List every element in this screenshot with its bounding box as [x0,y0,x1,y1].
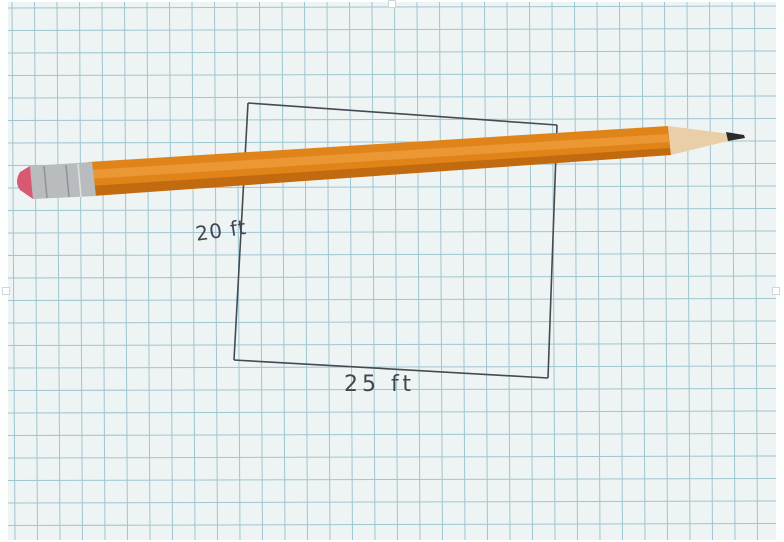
ferrule-ridge [77,163,82,198]
grid-line-horizontal [8,388,776,391]
grid-line-horizontal [8,230,776,234]
resize-handle-right[interactable] [772,287,780,295]
rect-right-edge [547,124,558,379]
grid-line-horizontal [8,500,776,504]
resize-handle-top[interactable] [388,0,396,8]
rect-bottom-edge [233,359,549,379]
grid-line-vertical [191,2,196,540]
pencil-icon [17,126,745,199]
grid-line-vertical [709,2,713,540]
grid-line-vertical [214,2,218,540]
graph-paper: 20 ft 25 ft [8,2,776,540]
grid-line-horizontal [8,523,776,526]
resize-handle-left[interactable] [2,287,10,295]
grid-line-vertical [79,2,83,540]
grid-line-horizontal [8,478,776,481]
grid-line-horizontal [8,320,776,324]
ferrule-ridge [43,165,48,199]
rect-top-edge [247,102,558,126]
grid-line-horizontal [8,253,776,256]
grid-line-vertical [281,2,286,540]
grid-line-horizontal [8,73,776,76]
ferrule-ridge [65,164,70,198]
grid-line-vertical [394,2,398,540]
width-label: 25 ft [344,372,415,397]
pencil-eraser [17,166,33,199]
grid-line-vertical [124,2,128,540]
grid-line-vertical [619,2,623,540]
grid-line-horizontal [8,410,776,414]
grid-line-vertical [551,2,556,540]
pencil-body-shadow [90,148,671,196]
grid-line-vertical [596,2,601,540]
graph-paper-grid [8,2,776,540]
grid-line-vertical [574,2,578,540]
grid-line-horizontal [8,50,776,54]
grid-line-horizontal [8,28,776,31]
grid-line-vertical [56,2,61,540]
grid-line-horizontal [8,433,776,436]
pencil-ferrule [30,162,96,199]
grid-line-vertical [304,2,308,540]
pencil-body-highlight [88,134,669,179]
grid-line-horizontal [8,298,776,301]
pencil-graphite-tip [726,132,745,141]
grid-line-vertical [461,2,466,540]
grid-line-horizontal [8,455,776,459]
grid-line-vertical [754,2,758,540]
grid-line-vertical [11,2,16,540]
grid-line-vertical [416,2,421,540]
grid-line-vertical [259,2,263,540]
grid-line-vertical [101,2,106,540]
grid-line-vertical [529,2,533,540]
grid-line-vertical [169,2,173,540]
grid-line-vertical [371,2,376,540]
drawn-rectangle [233,102,558,379]
grid-line-vertical [686,2,691,540]
grid-line-horizontal [8,95,776,99]
grid-line-vertical [349,2,353,540]
grid-line-vertical [484,2,488,540]
grid-line-vertical [146,2,151,540]
grid-line-vertical [439,2,443,540]
grid-line-horizontal [8,275,776,279]
grid-line-vertical [326,2,331,540]
grid-line-vertical [731,2,736,540]
grid-line-vertical [34,2,38,540]
grid-line-vertical [664,2,668,540]
grid-line-vertical [641,2,646,540]
grid-line-horizontal [8,343,776,346]
grid-line-horizontal [8,208,776,211]
grid-line-vertical [506,2,511,540]
grid-line-horizontal [8,118,776,121]
grid-line-horizontal [8,365,776,369]
rect-left-edge [233,102,249,361]
pencil-wood-tip [668,126,732,155]
